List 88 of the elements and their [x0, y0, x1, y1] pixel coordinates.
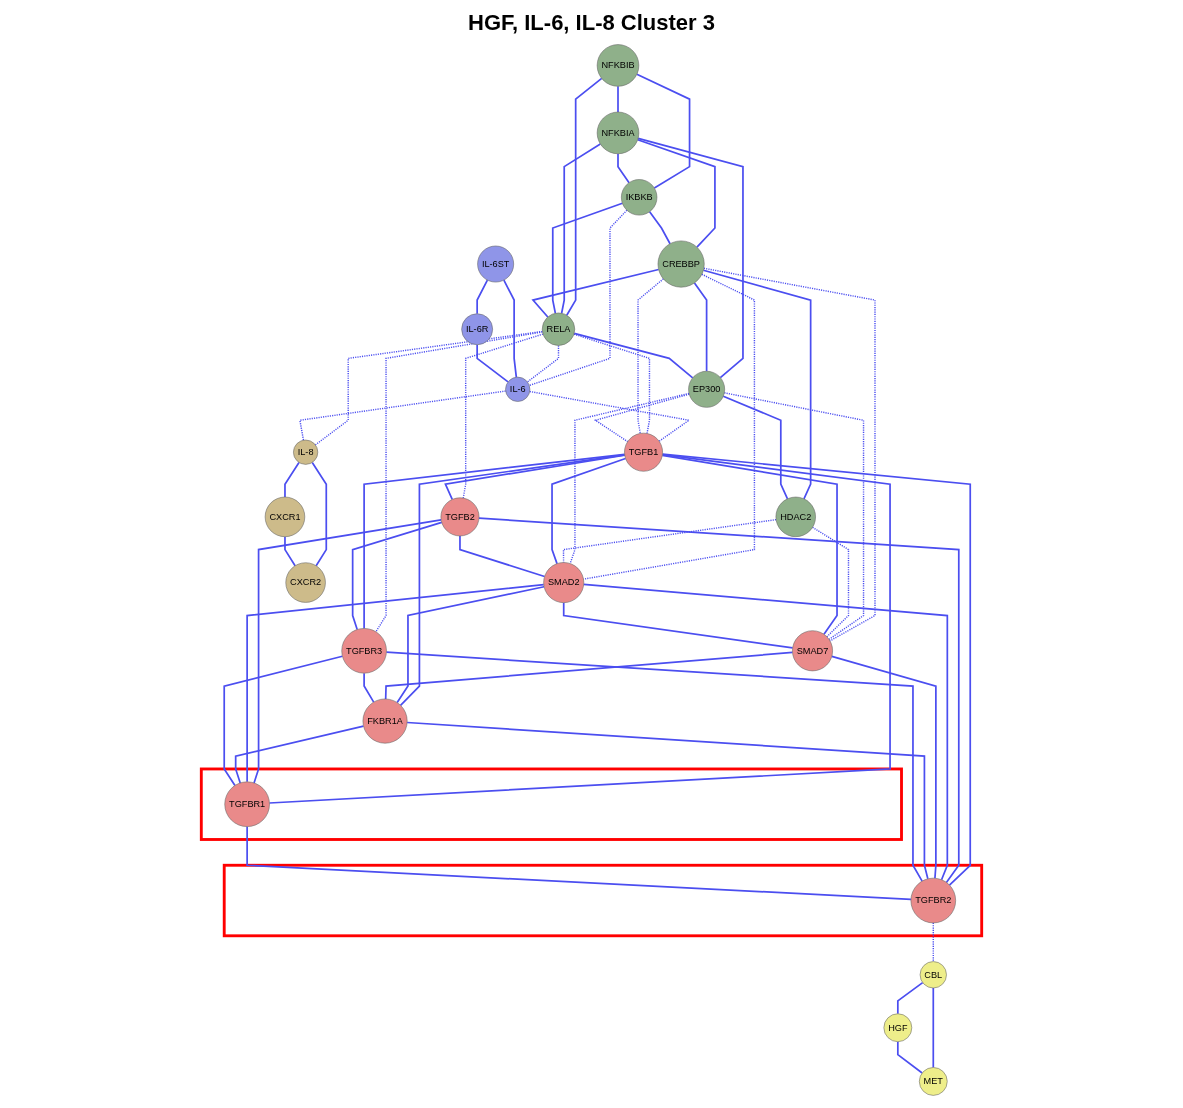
- node-circle: SMAD2: [543, 562, 585, 603]
- node-circle: HDAC2: [775, 496, 816, 537]
- connector: [661, 453, 972, 886]
- connector: [478, 517, 960, 884]
- connector: [722, 395, 789, 500]
- node-circle: TGFB1: [624, 432, 663, 472]
- connector: [459, 535, 546, 578]
- connector: [830, 655, 937, 880]
- connector: [560, 143, 602, 315]
- connector: [246, 583, 545, 783]
- connector: [531, 268, 660, 318]
- connector: [223, 655, 344, 787]
- connector: [284, 461, 300, 498]
- connector: [896, 981, 924, 1015]
- connector: [311, 461, 328, 567]
- node-circle: IL-8: [293, 439, 319, 465]
- connector: [582, 273, 756, 580]
- diagram-title: HGF, IL-6, IL-8 Cluster 3: [467, 10, 716, 36]
- connector: [896, 1040, 923, 1074]
- node-circle: NFKBIB: [596, 44, 640, 87]
- node-circle: EP300: [688, 370, 725, 408]
- node-circle: MET: [919, 1067, 948, 1096]
- connector: [637, 137, 744, 379]
- cluster: [199, 767, 903, 841]
- node-circle: FKBR1A: [362, 698, 408, 744]
- connector: [476, 343, 509, 383]
- connector: [932, 987, 935, 1069]
- node-circle: CXCR1: [264, 496, 306, 537]
- connector: [617, 85, 619, 113]
- cluster: [222, 863, 984, 938]
- node-circle: TGFBR1: [224, 781, 270, 827]
- connector: [528, 209, 628, 387]
- connector: [617, 152, 630, 184]
- connector: [693, 282, 708, 373]
- connector: [551, 202, 624, 315]
- connector: [811, 526, 850, 638]
- connector: [529, 390, 691, 442]
- connector: [932, 922, 934, 963]
- connector: [593, 393, 690, 443]
- connector: [573, 333, 651, 435]
- connector: [582, 583, 949, 881]
- node-circle: CXCR2: [285, 562, 326, 603]
- connector: [268, 453, 891, 804]
- node-circle: TGFBR2: [910, 877, 956, 924]
- node-circle: HGF: [883, 1013, 913, 1042]
- node-circle: SMAD7: [792, 630, 833, 672]
- connector: [363, 672, 375, 703]
- node-circle: CBL: [919, 961, 947, 989]
- node-circle: TGFBR3: [341, 628, 387, 674]
- connector: [703, 267, 876, 642]
- connector: [476, 279, 489, 315]
- node-circle: NFKBIA: [596, 111, 640, 155]
- connector: [284, 535, 296, 567]
- connector: [375, 331, 544, 633]
- connector: [565, 77, 603, 317]
- connector: [551, 457, 627, 565]
- connector: [462, 333, 544, 499]
- connector: [648, 210, 671, 245]
- connector: [299, 390, 507, 441]
- connector: [573, 332, 694, 379]
- connector: [385, 651, 923, 882]
- node-circle: IL-6: [505, 376, 531, 402]
- node-circle: RELA: [541, 312, 576, 346]
- connector: [702, 269, 812, 500]
- connector: [526, 344, 560, 383]
- connector: [351, 521, 443, 631]
- connector: [246, 825, 912, 901]
- connector: [399, 454, 626, 707]
- connector: [562, 518, 777, 564]
- connector: [253, 519, 442, 784]
- node-circle: IL-6ST: [477, 245, 514, 283]
- connector: [396, 585, 545, 704]
- connector: [384, 651, 794, 700]
- connector: [569, 392, 690, 565]
- connector: [363, 453, 626, 630]
- connector: [406, 721, 929, 880]
- connector: [723, 392, 865, 641]
- connector: [503, 279, 518, 379]
- connector: [637, 278, 665, 435]
- connector: [562, 601, 794, 649]
- node-circle: TGFB2: [440, 497, 480, 537]
- connector: [661, 454, 838, 636]
- connector: [636, 138, 716, 248]
- node-circle: IL-6R: [461, 313, 493, 345]
- node-circle: IKBKB: [621, 179, 658, 216]
- node-circle: CREBBP: [657, 240, 705, 288]
- connector: [234, 725, 365, 784]
- connector: [636, 73, 691, 189]
